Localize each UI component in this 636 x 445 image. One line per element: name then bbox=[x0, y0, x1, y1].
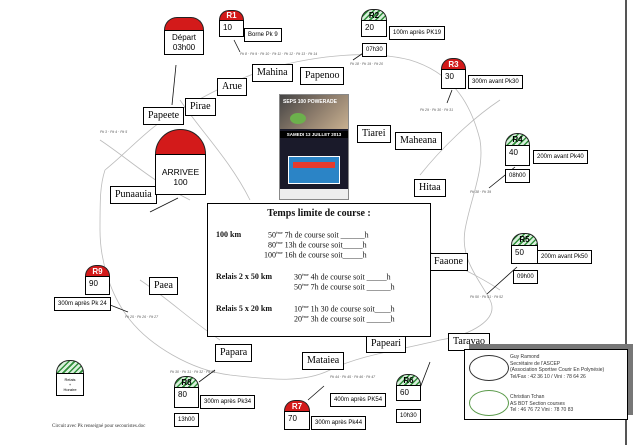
pk-marker: Pk 3 · Pk 4 · Pk 5 bbox=[100, 130, 128, 134]
relay-r1: R1 10 bbox=[219, 10, 244, 37]
time-limits-title: Temps limite de course : bbox=[267, 208, 371, 219]
relay-r1-note: Borne Pk 9 bbox=[244, 28, 282, 42]
place-tiarei: Tiarei bbox=[357, 125, 391, 143]
place-papara: Papara bbox=[215, 344, 253, 362]
place-hitaa: Hitaa bbox=[414, 179, 446, 197]
start-pointer bbox=[171, 64, 177, 106]
finish-dome bbox=[155, 129, 206, 154]
relay-r3: R3 30 bbox=[441, 58, 466, 89]
pk-marker: Pk 30 · Pk 31 · Pk 32 · Pk 33 bbox=[170, 370, 216, 374]
relay-r4-time: 08h00 bbox=[505, 169, 530, 183]
relay-r4: R4 40 bbox=[505, 133, 530, 166]
finish-pointer bbox=[149, 197, 179, 213]
r7-pointer bbox=[307, 385, 325, 401]
contact-1: Guy Ramond Secrétaire de l'ASCEP (Associ… bbox=[510, 354, 605, 380]
time-row: 20ème 3h de course soit ______h bbox=[294, 314, 395, 324]
time-row: 80ème 13h de course soit_____h bbox=[268, 240, 367, 250]
group-label-relay-5x20: Relais 5 x 20 km bbox=[216, 304, 272, 313]
pk-marker: Pk 29 · Pk 30 · Pk 31 bbox=[420, 108, 454, 112]
place-papeete: Papeete bbox=[143, 107, 185, 125]
pk-marker: Pk 44 · Pk 45 · Pk 46 · Pk 47 bbox=[330, 375, 376, 379]
time-row: 100ème 16h de course soit_____h bbox=[264, 250, 367, 260]
relay-r8-time: 13h00 bbox=[174, 413, 199, 427]
start-label: Départ bbox=[171, 33, 196, 42]
legend-marker: Relais + Horaire bbox=[56, 360, 84, 396]
relay-r8: R8 80 bbox=[174, 376, 199, 408]
relay-r6-time: 10h30 bbox=[396, 409, 421, 423]
pk-marker: Pk 18 · Pk 19 · Pk 20 bbox=[350, 62, 384, 66]
pk-marker: Pk 50 · Pk 51 · Pk 52 bbox=[470, 295, 504, 299]
poster-date: SAMEDI 13 JUILLET 2013 bbox=[280, 131, 348, 138]
place-maheana: Maheana bbox=[395, 132, 442, 150]
pk-marker: Pk 38 · Pk 39 bbox=[470, 190, 492, 194]
relay-r4-note: 200m avant Pk40 bbox=[533, 150, 588, 164]
place-paea: Paea bbox=[149, 277, 178, 295]
finish-marker: ARRIVEE 100 bbox=[155, 129, 206, 195]
r3-pointer bbox=[446, 89, 453, 104]
legend-line-3: Horaire bbox=[63, 387, 77, 392]
pk-marker: Pk 8 · Pk 9 · Pk 10 · Pk 11 · Pk 12 · Pk… bbox=[240, 52, 318, 56]
r6-pointer bbox=[419, 361, 431, 389]
start-marker: Départ 03h00 bbox=[164, 17, 204, 55]
legend-line-2: + bbox=[68, 382, 72, 387]
relay-r2-note: 100m après PK19 bbox=[389, 26, 446, 40]
place-papenoo: Papenoo bbox=[300, 67, 345, 85]
place-faaone: Faaone bbox=[429, 253, 468, 271]
relay-r6: R6 60 bbox=[396, 374, 421, 401]
legend-line-1: Relais bbox=[64, 377, 76, 382]
page-edge-line bbox=[625, 0, 627, 445]
relay-r7-note: 300m après Pk44 bbox=[311, 416, 367, 430]
time-row: 30ème 4h de course soit _____h bbox=[294, 272, 391, 282]
time-limits-box: Temps limite de course : 100 km 50ème 7h… bbox=[207, 203, 431, 337]
relay-r5-note: 200m avant Pk50 bbox=[537, 250, 592, 264]
place-punaauia: Punaauia bbox=[110, 186, 157, 204]
relay-r3-note: 300m avant Pk30 bbox=[468, 75, 523, 89]
r5-pointer bbox=[486, 266, 518, 295]
relay-r5: R5 50 bbox=[511, 233, 538, 264]
contact-2: Christian Tchan AS BDT Section courses T… bbox=[510, 394, 574, 413]
group-label-relay-2x50: Relais 2 x 50 km bbox=[216, 272, 272, 281]
place-mahina: Mahina bbox=[252, 64, 293, 82]
r8-pointer bbox=[198, 369, 216, 383]
relay-r2-time: 07h30 bbox=[362, 43, 387, 57]
start-dome bbox=[164, 17, 204, 30]
relay-r9: R9 90 bbox=[85, 265, 110, 295]
relay-r5-time: 09h00 bbox=[513, 270, 538, 284]
place-mataiea: Mataiea bbox=[302, 352, 345, 370]
place-pirae: Pirae bbox=[185, 98, 216, 116]
time-row: 50ème 7h de course soit ______h bbox=[268, 230, 369, 240]
relay-r9-note: 300m après Pk 24 bbox=[54, 297, 111, 311]
start-time: 03h00 bbox=[172, 43, 196, 52]
event-poster: SEPS 100 POWERADE SAMEDI 13 JUILLET 2013 bbox=[279, 94, 349, 200]
road-line bbox=[99, 99, 501, 341]
legend-dome bbox=[56, 360, 84, 373]
time-row: 10ème 1h 30 de course soit____h bbox=[294, 304, 395, 314]
document-filename: Circuit avec Pk renseigné pour secourist… bbox=[52, 424, 146, 429]
pk-marker: Pk 25 · Pk 26 · Pk 27 bbox=[125, 315, 159, 319]
contacts-box: Guy Ramond Secrétaire de l'ASCEP (Associ… bbox=[464, 349, 628, 420]
asbdt-logo bbox=[469, 390, 509, 416]
r1-pointer bbox=[233, 39, 241, 53]
relay-r6-note: 400m après PK54 bbox=[330, 393, 387, 407]
ascep-logo bbox=[469, 355, 509, 381]
time-row: 50ème 7h de course soit ______h bbox=[294, 282, 395, 292]
finish-km: 100 bbox=[173, 177, 188, 187]
relay-r2: R2 20 bbox=[361, 9, 387, 37]
finish-label: ARRIVEE bbox=[161, 167, 200, 177]
relay-r8-note: 300m après Pk34 bbox=[200, 395, 256, 409]
place-arue: Arue bbox=[217, 78, 247, 96]
group-label-100km: 100 km bbox=[216, 230, 242, 239]
relay-r7: R7 70 bbox=[284, 400, 310, 430]
place-papeari: Papeari bbox=[366, 335, 406, 353]
